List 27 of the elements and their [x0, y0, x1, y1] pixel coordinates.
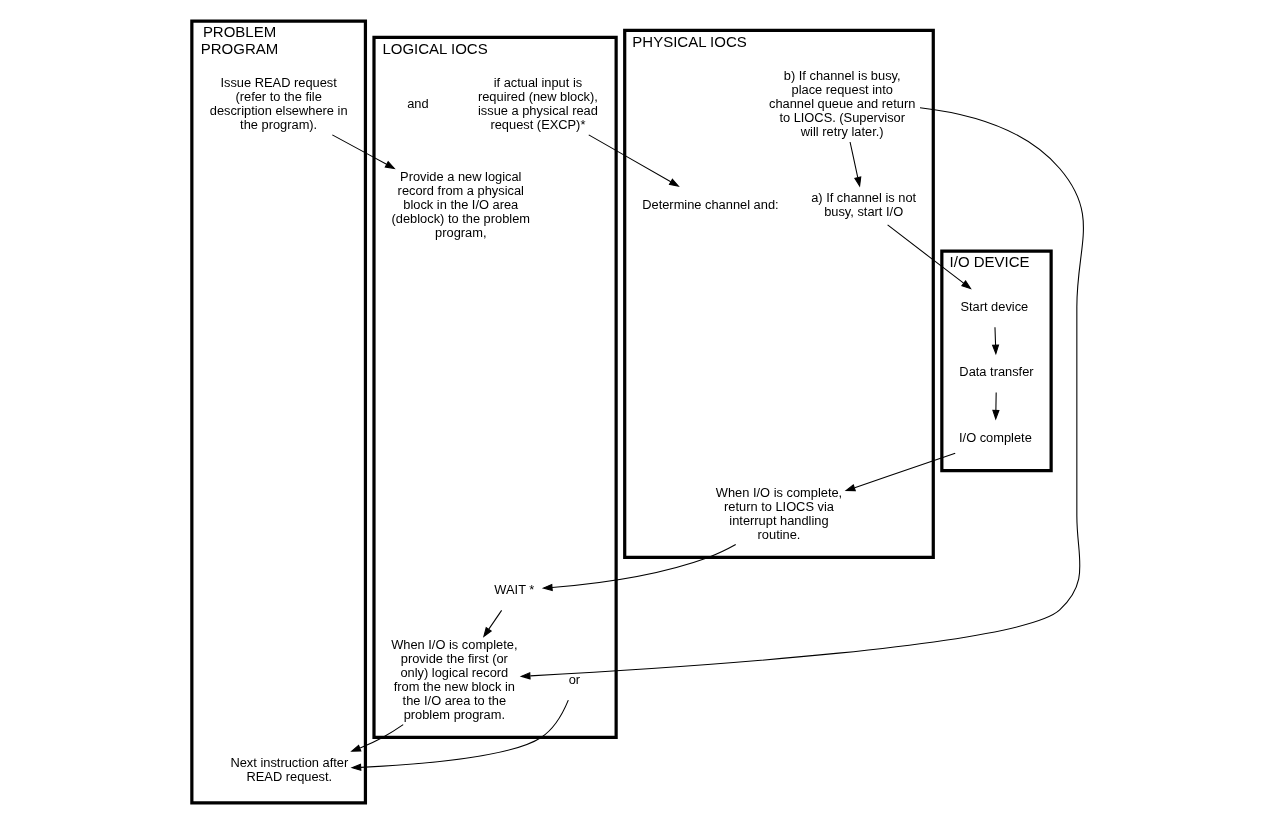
node-text: Next instruction after READ request. [230, 755, 349, 784]
arrow [482, 609, 503, 638]
node-text: Start device [960, 299, 1029, 315]
arrow [331, 134, 396, 170]
arrow [849, 141, 862, 188]
node-text: WAIT * [494, 581, 535, 597]
node-text: Issue READ request (refer to the file description elsewhere in the program). [209, 75, 348, 132]
arrow [588, 134, 680, 187]
node-text: or [568, 671, 581, 687]
arrow [350, 724, 404, 752]
arrow [350, 699, 569, 772]
node-text: a) If channel is not busy, start I/O [811, 189, 917, 219]
arrow [992, 392, 1000, 421]
arrow [887, 224, 972, 290]
node-text: I/O complete [959, 429, 1032, 445]
node-text: and [407, 96, 429, 112]
arrow [541, 544, 737, 592]
node-text: When I/O is complete, provide the first (or only) logical record from the new block in the I/O area to the problem program. [391, 637, 518, 722]
node-text: Determine channel and: [642, 196, 779, 212]
arrow [991, 326, 1000, 356]
arrow [844, 452, 956, 492]
node-text: When I/O is complete, return to LIOCS via interrupt handling routine. [715, 485, 843, 542]
node-text: b) If channel is busy, place request into channel queue and return to LIOCS. (Supervisor will retry later.) [769, 68, 916, 139]
arrow [519, 107, 1084, 680]
node-text: Data transfer [959, 364, 1034, 380]
node-text: Provide a new logical record from a physical block in the I/O area (deblock) to the problem program, [391, 168, 531, 240]
node-text: if actual input is required (new block), issue a physical read request (EXCP)* [477, 75, 598, 132]
